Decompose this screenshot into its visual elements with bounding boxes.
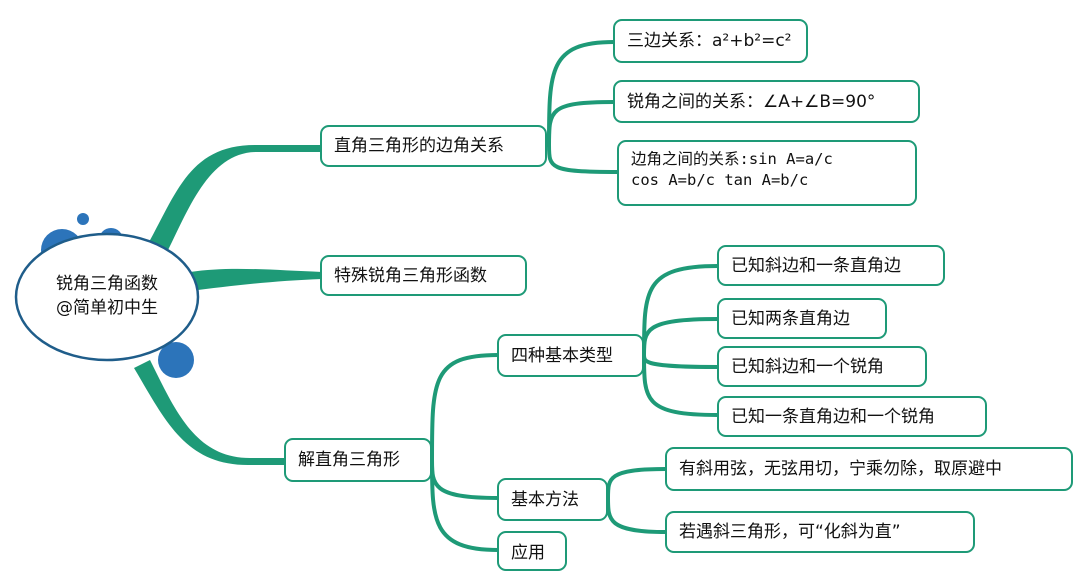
node-type-hypotenuse-angle[interactable]: 已知斜边和一个锐角 (717, 346, 927, 387)
root-title: 锐角三角函数 (56, 274, 158, 294)
node-side-angle-relation[interactable]: 边角之间的关系:sin A=a/c cos A=b/c tan A=b/c (617, 140, 917, 206)
node-acute-angles-relation[interactable]: 锐角之间的关系：∠A+∠B=90° (613, 80, 920, 123)
node-four-basic-types[interactable]: 四种基本类型 (497, 334, 644, 377)
node-special-acute-functions[interactable]: 特殊锐角三角形函数 (320, 255, 527, 296)
node-method-oblique[interactable]: 若遇斜三角形，可“化斜为直” (665, 511, 975, 553)
root-node[interactable]: 锐角三角函数 @简单初中生 (22, 272, 192, 320)
node-application[interactable]: 应用 (497, 531, 567, 571)
connectors-b3 (430, 353, 500, 552)
main-branch-3 (134, 360, 286, 465)
root-subtitle: @简单初中生 (56, 298, 158, 318)
node-basic-methods[interactable]: 基本方法 (497, 478, 608, 521)
root-node-shape (14, 232, 200, 362)
decor-bubble-bottom (158, 342, 194, 378)
node-solve-right-triangle[interactable]: 解直角三角形 (284, 438, 432, 482)
node-edge-angle-relations[interactable]: 直角三角形的边角关系 (320, 125, 547, 167)
connectors-sub2 (606, 467, 668, 534)
connectors-sub1 (642, 264, 720, 417)
node-method-mnemonic[interactable]: 有斜用弦，无弦用切，宁乘勿除，取原避中 (665, 447, 1073, 491)
node-type-hypotenuse-leg[interactable]: 已知斜边和一条直角边 (717, 245, 945, 286)
main-branch-1 (140, 145, 322, 266)
main-branch-2 (190, 268, 322, 291)
decor-bubble-small (77, 213, 89, 225)
connectors-b1 (545, 40, 620, 174)
node-three-sides-relation[interactable]: 三边关系：a²+b²=c² (613, 19, 808, 63)
node-type-leg-angle[interactable]: 已知一条直角边和一个锐角 (717, 396, 987, 437)
node-type-two-legs[interactable]: 已知两条直角边 (717, 298, 887, 339)
